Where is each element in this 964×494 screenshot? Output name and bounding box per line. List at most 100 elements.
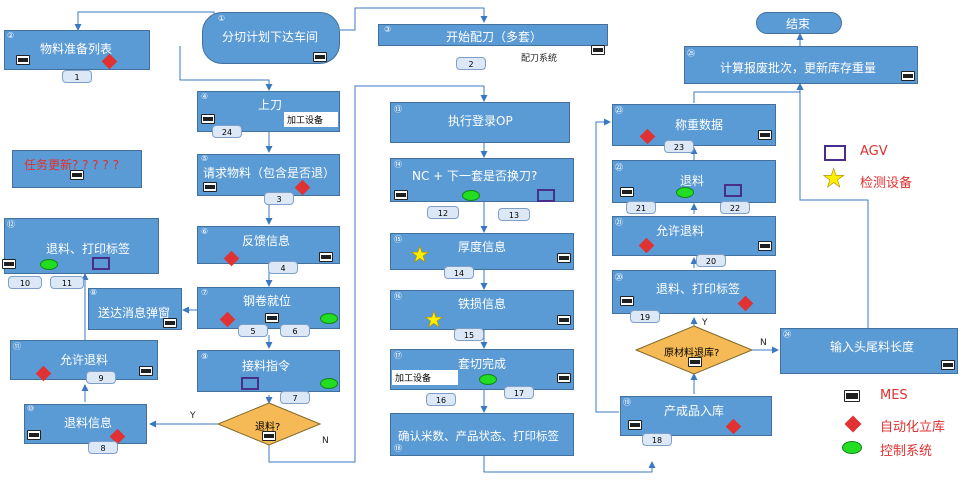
badge-24: 24 xyxy=(212,125,242,138)
node-16-label: 铁损信息 xyxy=(458,297,507,311)
node-5[interactable] xyxy=(197,154,340,196)
node-25-label: 计算报废批次，更新库存重量 xyxy=(720,61,877,75)
badge-22: 22 xyxy=(720,201,750,214)
node-21-label: 允许退料 xyxy=(656,224,705,238)
node-4-label: 上刀 xyxy=(258,98,283,112)
end-node[interactable] xyxy=(756,12,842,34)
node-18[interactable] xyxy=(390,413,574,456)
node-5-num: ⑤ xyxy=(201,154,209,163)
task-update-note xyxy=(12,150,142,188)
badge-11: 11 xyxy=(50,276,84,289)
node-20-num: ⑳ xyxy=(615,273,623,282)
node-12-label: 退料、打印标签 xyxy=(46,242,131,256)
node-23[interactable] xyxy=(612,104,776,146)
mes-icon xyxy=(262,431,276,441)
node-15[interactable] xyxy=(390,233,574,270)
node-6[interactable] xyxy=(197,226,340,264)
control-system-icon xyxy=(320,378,338,389)
node-25-num: ㉕ xyxy=(687,49,695,58)
mes-icon xyxy=(758,241,772,251)
mes-icon xyxy=(620,296,634,306)
badge-16: 16 xyxy=(426,393,456,406)
node-3[interactable] xyxy=(378,24,608,46)
node-12-num: ⑫ xyxy=(7,220,15,229)
node-19-label: 产成品入库 xyxy=(664,404,725,418)
control-system-icon xyxy=(320,313,338,324)
legend-agv: AGV xyxy=(860,144,888,159)
task-update-note-text: 任务更新? ? ? ? ? xyxy=(24,158,120,172)
node-10-label: 退料信息 xyxy=(64,416,113,430)
node-22[interactable] xyxy=(612,160,776,203)
badge-17: 17 xyxy=(504,386,534,399)
node-10[interactable] xyxy=(24,404,147,444)
node-19[interactable] xyxy=(620,396,772,436)
agv-icon xyxy=(241,377,259,390)
node-23-num: ㉓ xyxy=(615,106,623,115)
badge-18: 18 xyxy=(642,433,672,446)
mes-icon xyxy=(27,430,41,440)
node-14-label: NC + 下一套是否换刀? xyxy=(412,169,538,183)
node-21[interactable] xyxy=(612,216,776,256)
mes-icon xyxy=(201,114,215,124)
node-15-label: 厚度信息 xyxy=(458,240,507,254)
badge-14: 14 xyxy=(444,266,474,279)
badge-19: 19 xyxy=(630,310,660,323)
node-24-label: 输入头尾料长度 xyxy=(830,340,915,354)
node-25[interactable] xyxy=(684,46,918,84)
node-14[interactable] xyxy=(390,158,574,202)
badge-1: 1 xyxy=(62,70,92,83)
agv-icon xyxy=(92,257,110,270)
node-1-num: ① xyxy=(218,14,226,23)
node-17-num: ⑰ xyxy=(394,351,402,360)
mes-icon xyxy=(901,71,915,81)
node-13-num: ⑬ xyxy=(394,105,402,114)
node-11[interactable] xyxy=(10,340,158,380)
legend-control: 控制系统 xyxy=(880,444,933,459)
decision-1-label: 退料? xyxy=(255,422,281,433)
node-9-label: 接料指令 xyxy=(242,359,291,373)
node-5-label: 请求物料（包含是否退） xyxy=(203,166,336,180)
mes-icon xyxy=(70,170,84,180)
node-24[interactable] xyxy=(780,328,958,374)
node-13[interactable] xyxy=(390,102,570,143)
node-13-label: 执行登录OP xyxy=(448,114,513,128)
node-24-num: ㉔ xyxy=(783,330,791,339)
control-system-icon xyxy=(676,187,694,198)
badge-21: 21 xyxy=(626,201,656,214)
mes-icon xyxy=(319,252,333,262)
node-14-num: ⑭ xyxy=(394,160,402,169)
badge-13: 13 xyxy=(498,208,530,221)
decision-return-material xyxy=(216,402,322,446)
node-3-num: ③ xyxy=(384,25,392,34)
node-8-label: 送达消息弹窗 xyxy=(98,306,171,320)
badge-23: 23 xyxy=(664,140,694,153)
mes-icon xyxy=(163,318,177,328)
node-3-label: 开始配刀（多套） xyxy=(446,30,543,44)
mes-icon xyxy=(557,253,571,263)
node-9[interactable] xyxy=(197,350,340,392)
decision-raw-material-return xyxy=(634,325,754,375)
mes-icon xyxy=(628,420,642,430)
mes-icon xyxy=(203,182,217,192)
badge-7: 7 xyxy=(280,391,310,404)
node-18-num: ⑱ xyxy=(394,444,402,453)
badge-2: 2 xyxy=(456,57,486,70)
node-4-num: ④ xyxy=(201,92,209,101)
mes-icon xyxy=(758,130,772,140)
legend-warehouse: 自动化立库 xyxy=(880,420,946,435)
decision-2-no: N xyxy=(760,338,767,348)
badge-9: 9 xyxy=(86,371,116,384)
mes-icon xyxy=(2,259,16,269)
mes-icon xyxy=(591,45,605,55)
inspection-device-icon: ★ xyxy=(424,308,444,333)
node-7-num: ⑦ xyxy=(201,288,209,297)
mes-icon xyxy=(139,366,153,376)
mes-icon xyxy=(941,360,955,370)
agv-icon xyxy=(724,184,742,197)
node-12[interactable] xyxy=(4,218,159,274)
node-11-label: 允许退料 xyxy=(60,353,109,367)
mes-icon xyxy=(557,315,571,325)
node-2-num: ② xyxy=(7,31,15,40)
node-17-tag: 加工设备 xyxy=(392,370,458,385)
